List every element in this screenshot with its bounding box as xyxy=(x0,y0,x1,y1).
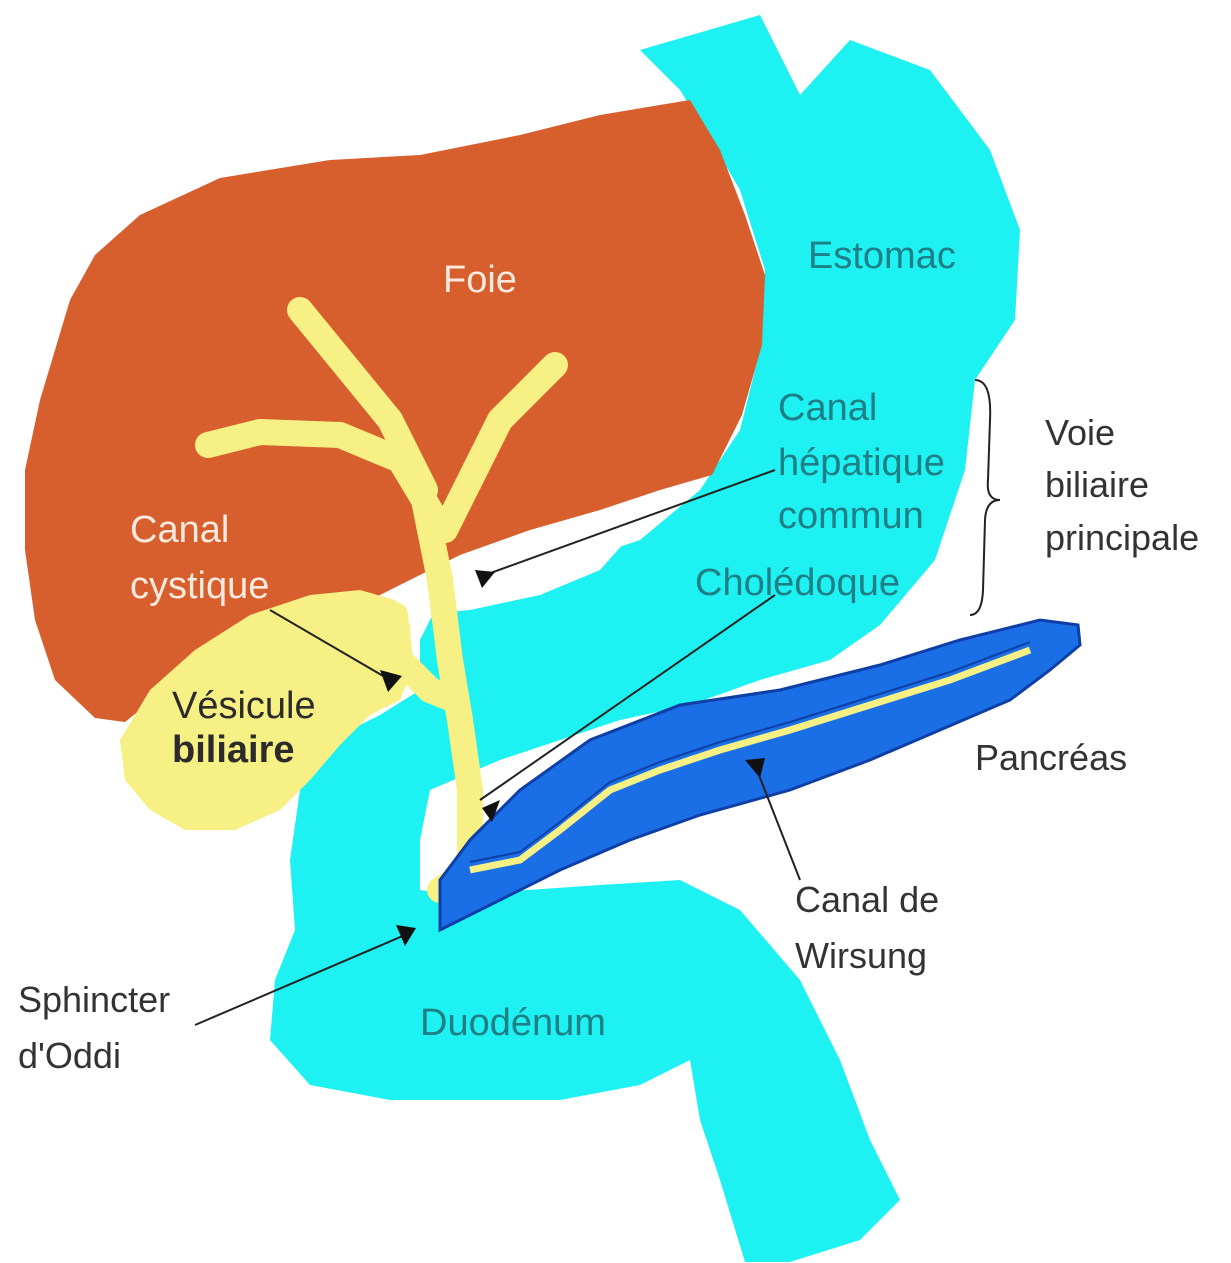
label-canal-cystique-line-2: cystique xyxy=(130,565,269,607)
label-voie-biliaire-line-2: biliaire xyxy=(1045,464,1149,505)
label-canal-hepatique-line-1: Canal xyxy=(778,387,877,429)
label-sphincter: Sphincter d'Oddi xyxy=(18,979,180,1076)
voie-biliaire-bracket xyxy=(970,380,1000,615)
label-pancreas: Pancréas xyxy=(975,737,1127,778)
label-voie-biliaire-line-1: Voie xyxy=(1045,412,1115,453)
label-canal-cystique-line-1: Canal xyxy=(130,509,229,551)
label-voie-biliaire-line-3: principale xyxy=(1045,517,1199,558)
label-estomac: Estomac xyxy=(808,235,956,277)
label-sphincter-line-1: Sphincter xyxy=(18,979,170,1020)
label-canal-wirsung-line-1: Canal de xyxy=(795,879,939,920)
label-canal-hepatique-line-2: hépatique xyxy=(778,442,945,484)
label-foie: Foie xyxy=(443,259,517,301)
label-voie-biliaire: Voie biliaire principale xyxy=(1045,412,1199,558)
label-canal-hepatique-line-3: commun xyxy=(778,495,924,537)
label-canal-wirsung-line-2: Wirsung xyxy=(795,935,927,976)
label-canal-wirsung: Canal de Wirsung xyxy=(795,879,949,976)
label-choledoque: Cholédoque xyxy=(695,562,900,604)
label-duodenum: Duodénum xyxy=(420,1002,606,1044)
label-vesicule-line-2: biliaire xyxy=(172,729,295,771)
label-sphincter-line-2: d'Oddi xyxy=(18,1035,121,1076)
label-vesicule-line-1: Vésicule xyxy=(172,685,316,727)
